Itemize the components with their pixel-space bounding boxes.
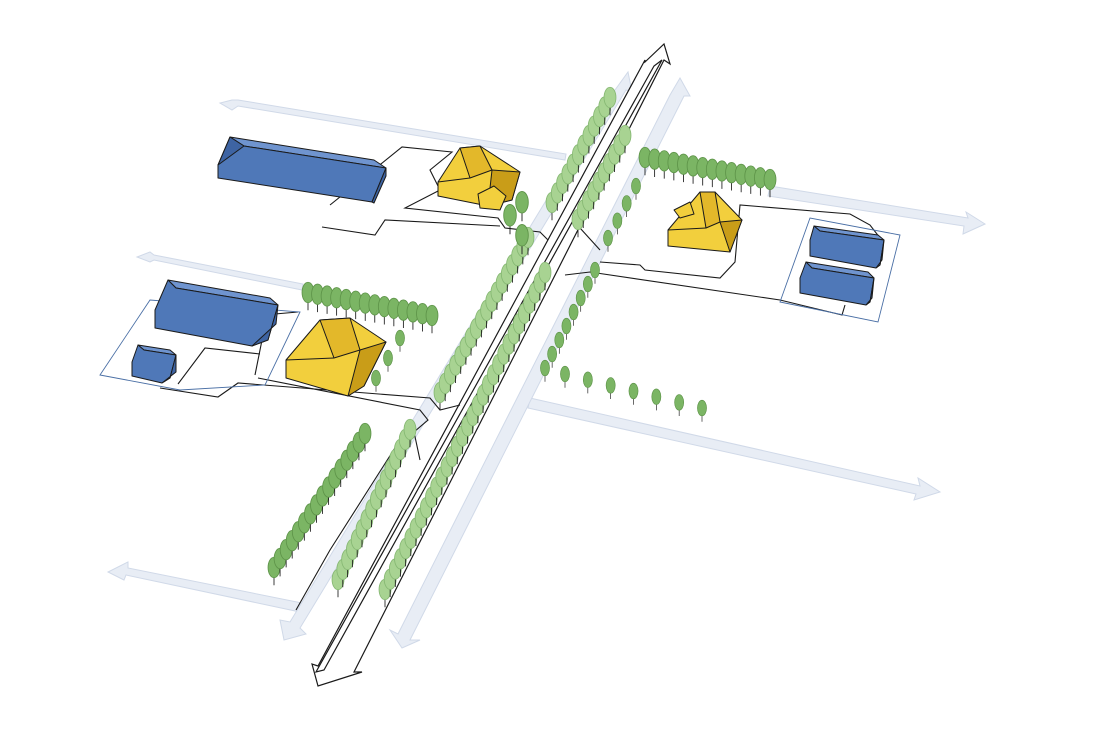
tree-row-bottom-left-b bbox=[267, 422, 372, 586]
lot-outline-blue-left bbox=[99, 299, 301, 391]
road-arrow-bottom-right bbox=[527, 397, 942, 501]
lot-mid-left-road bbox=[257, 377, 429, 461]
tree bbox=[651, 388, 662, 411]
barn-right-bottom bbox=[799, 261, 875, 306]
barn-right-top bbox=[809, 225, 885, 269]
house-top-left bbox=[437, 145, 521, 211]
road-arrow-top-right bbox=[767, 185, 987, 235]
tree bbox=[628, 382, 639, 406]
tree bbox=[560, 365, 570, 389]
tree bbox=[395, 329, 405, 353]
houses bbox=[285, 145, 743, 397]
lot-right-drive-2 bbox=[579, 227, 601, 251]
lot-mid-left-drive-2 bbox=[177, 347, 261, 385]
lot-outline-blue-right bbox=[779, 217, 901, 323]
tree bbox=[582, 371, 593, 394]
lot-top-left-drive bbox=[321, 219, 501, 236]
lot-mid-left bbox=[159, 382, 461, 411]
house-mid-left bbox=[285, 317, 387, 397]
road-arrow-mid-left bbox=[135, 251, 304, 291]
tree bbox=[697, 399, 707, 423]
tree bbox=[371, 369, 381, 393]
road-arrow-top-left bbox=[218, 99, 567, 161]
tree bbox=[674, 394, 685, 417]
tree bbox=[515, 191, 529, 222]
lot-right bbox=[599, 204, 881, 279]
lot-right-drive bbox=[564, 271, 846, 316]
barn-top-left bbox=[217, 136, 387, 204]
tree-hedge-right bbox=[638, 146, 777, 198]
tree bbox=[605, 377, 616, 400]
barn-small bbox=[131, 344, 177, 384]
house-right bbox=[667, 191, 743, 253]
barn-mid-left bbox=[154, 279, 279, 347]
tree bbox=[503, 204, 517, 235]
road-arrow-bottom-left bbox=[106, 561, 303, 613]
tree bbox=[425, 304, 439, 334]
barns bbox=[131, 136, 885, 384]
tree bbox=[383, 349, 393, 373]
